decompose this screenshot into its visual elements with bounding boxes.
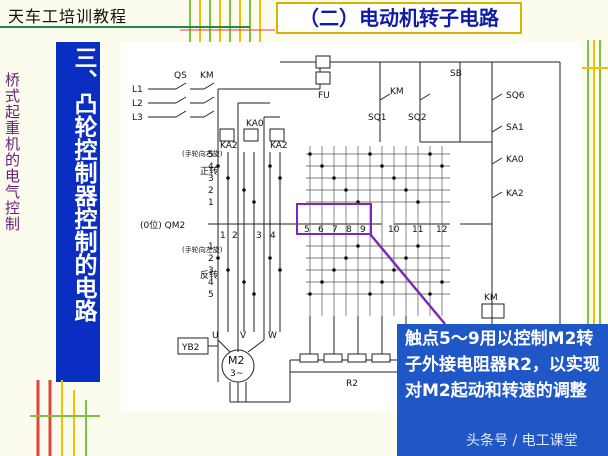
hand-right-label: (手轮向右旋) <box>182 149 223 158</box>
section-banner <box>56 42 100 382</box>
title-underline <box>0 26 250 28</box>
position-top-1: 1 <box>208 198 214 208</box>
contact-number-12: 12 <box>436 225 447 235</box>
contact-number-7: 7 <box>332 225 338 235</box>
contact-number-3: 3 <box>256 231 262 241</box>
contact-number-10: 10 <box>388 225 400 235</box>
ka-label-1: KA2 <box>220 141 238 151</box>
contacts-5-9-highlight <box>296 203 372 235</box>
ka-label-3: KA2 <box>270 141 288 151</box>
sb-label: SB <box>450 69 462 79</box>
fu-label: FU <box>318 91 330 101</box>
reverse-label: 反转 <box>200 269 218 281</box>
position-bottom-3: 3 <box>208 266 214 276</box>
contact-number-1: 1 <box>220 231 226 241</box>
contact-number-9: 9 <box>360 225 366 235</box>
decorative-lines-top <box>180 0 275 46</box>
position-top-5: 5 <box>208 150 214 160</box>
position-bottom-1: 1 <box>208 242 214 252</box>
position-top-4: 4 <box>208 162 214 172</box>
brake-label: YB2 <box>181 343 199 353</box>
terminal-w: W <box>268 331 277 341</box>
contact-number-6: 6 <box>318 225 324 235</box>
contact-number-8: 8 <box>346 225 352 235</box>
terminal-u: U <box>212 331 219 341</box>
position-bottom-5: 5 <box>208 290 214 300</box>
decorative-lines-bottom-left <box>30 380 100 456</box>
ka2-label-right: KA2 <box>506 189 524 199</box>
contact-number-4: 4 <box>270 231 276 241</box>
watermark: 头条号 / 电工课堂 <box>466 433 578 449</box>
contact-number-2: 2 <box>232 231 238 241</box>
position-top-3: 3 <box>208 174 214 184</box>
km-label: KM <box>200 71 214 81</box>
sq1-label: SQ1 <box>368 113 387 123</box>
contact-number-5: 5 <box>304 225 310 235</box>
km-contact-label: KM <box>390 87 404 97</box>
slide-header: （二）电动机转子电路 <box>276 2 522 34</box>
line-label-l1: L1 <box>132 85 143 95</box>
sq2-label: SQ2 <box>408 113 427 123</box>
terminal-v: V <box>240 331 247 341</box>
km-coil-label: KM <box>484 293 498 303</box>
line-label-l3: L3 <box>132 113 143 123</box>
position-top-2: 2 <box>208 186 214 196</box>
forward-label: 正转 <box>200 165 218 177</box>
explanation-callout: 触点5～9用以控制M2转子外接电阻器R2，以实现对M2起动和转速的调整 <box>397 324 608 456</box>
ka0-label-right: KA0 <box>506 155 524 165</box>
position-bottom-4: 4 <box>208 278 214 288</box>
motor-label: M2 <box>228 354 245 367</box>
line-label-l2: L2 <box>132 99 143 109</box>
resistor-label: R2 <box>346 379 358 389</box>
qs-label: QS <box>174 71 187 81</box>
position-bottom-2: 2 <box>208 254 214 264</box>
ka-label-2: KA0 <box>246 119 264 129</box>
section-label: 三、凸轮控制器控制的电路 <box>70 46 96 322</box>
controller-label: (0位) QM2 <box>140 219 185 231</box>
chapter-side-label: 桥式起重机的电气控制 <box>3 72 21 232</box>
callout-pointer <box>369 233 446 325</box>
contact-number-11: 11 <box>412 225 423 235</box>
course-title: 天车工培训教程 <box>8 7 128 26</box>
sa1-label: SA1 <box>506 123 524 133</box>
sq6-label: SQ6 <box>506 91 525 101</box>
hand-left-label: (手轮向左旋) <box>182 245 223 254</box>
motor-sub-label: 3~ <box>230 369 243 379</box>
